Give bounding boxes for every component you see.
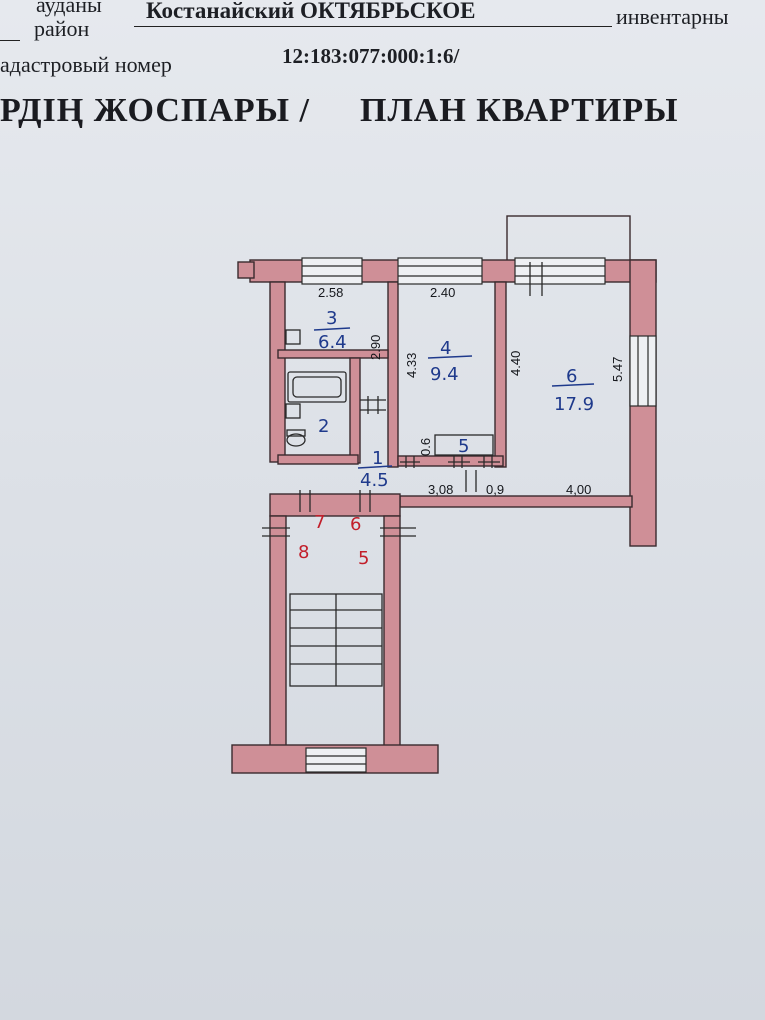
window-room3 xyxy=(301,257,363,285)
window-stair xyxy=(305,747,367,773)
wall-stair-left xyxy=(269,515,287,751)
room5-number: 5 xyxy=(458,436,469,457)
dim-vert-06: 0.6 xyxy=(418,438,433,456)
dim-top-left: 2.58 xyxy=(318,285,343,300)
dim-bottom-09: 0,9 xyxy=(486,482,504,497)
dim-vert-433: 4.33 xyxy=(404,353,419,378)
wall-room4-bottom xyxy=(397,455,504,467)
wall-bath-right xyxy=(349,357,361,464)
inventory-label: инвентарны xyxy=(616,4,729,29)
wall-left xyxy=(269,281,286,463)
wall-room4-left xyxy=(387,281,399,468)
dim-vert-440: 4.40 xyxy=(508,351,523,376)
stair-mark-5: 5 xyxy=(358,548,369,569)
window-room6-side xyxy=(629,335,657,407)
pantry-5 xyxy=(434,434,494,456)
room1-area: 4.5 xyxy=(360,470,389,491)
room3-number: 3 xyxy=(326,308,337,329)
sink-room3 xyxy=(285,329,301,345)
wall-bath-bottom xyxy=(277,454,359,465)
balcony-outline xyxy=(506,215,631,263)
cadastral-number: 12:183:077:000:1:6/ xyxy=(282,44,460,68)
sink-bath xyxy=(285,403,301,419)
dim-bottom-400: 4,00 xyxy=(566,482,591,497)
bathtub xyxy=(287,371,347,403)
plan-title-ru: ПЛАН КВАРТИРЫ xyxy=(360,92,679,129)
room4-number: 4 xyxy=(440,338,451,359)
district-label-ru: район xyxy=(34,16,90,41)
room2-number: 2 xyxy=(318,416,329,437)
wall-stair-top xyxy=(269,493,401,517)
toilet xyxy=(286,433,306,447)
wall-bath-top xyxy=(277,349,389,359)
district-underline-left xyxy=(0,40,20,41)
room4-area: 9.4 xyxy=(430,364,459,385)
dim-bottom-308: 3,08 xyxy=(428,482,453,497)
wall-room4-right xyxy=(494,281,507,468)
stair-mark-8: 8 xyxy=(298,542,309,563)
district-label-kz: ауданы xyxy=(36,0,102,17)
wall-top-stub xyxy=(237,261,255,279)
room6-area: 17.9 xyxy=(554,394,594,415)
room1-number: 1 xyxy=(372,448,383,469)
dim-vert-547: 5.47 xyxy=(610,357,625,382)
district-value: Костанайский ОКТЯБРЬСКОЕ xyxy=(146,0,476,23)
window-room6 xyxy=(514,257,606,285)
staircase-steps xyxy=(289,593,383,687)
wall-room6-bottom xyxy=(399,495,633,508)
cadastral-label: адастровый номер xyxy=(0,52,172,77)
window-room4 xyxy=(397,257,483,285)
dim-top-mid: 2.40 xyxy=(430,285,455,300)
room3-area: 6.4 xyxy=(318,332,347,353)
wall-stair-right xyxy=(383,515,401,751)
plan-title-kz: РДІҢ ЖОСПАРЫ / xyxy=(0,92,310,129)
district-underline xyxy=(134,26,612,27)
room6-number: 6 xyxy=(566,366,577,387)
stair-mark-7: 7 xyxy=(314,512,325,533)
dim-vert-290: 2.90 xyxy=(368,335,383,360)
stair-mark-6: 6 xyxy=(350,514,361,535)
